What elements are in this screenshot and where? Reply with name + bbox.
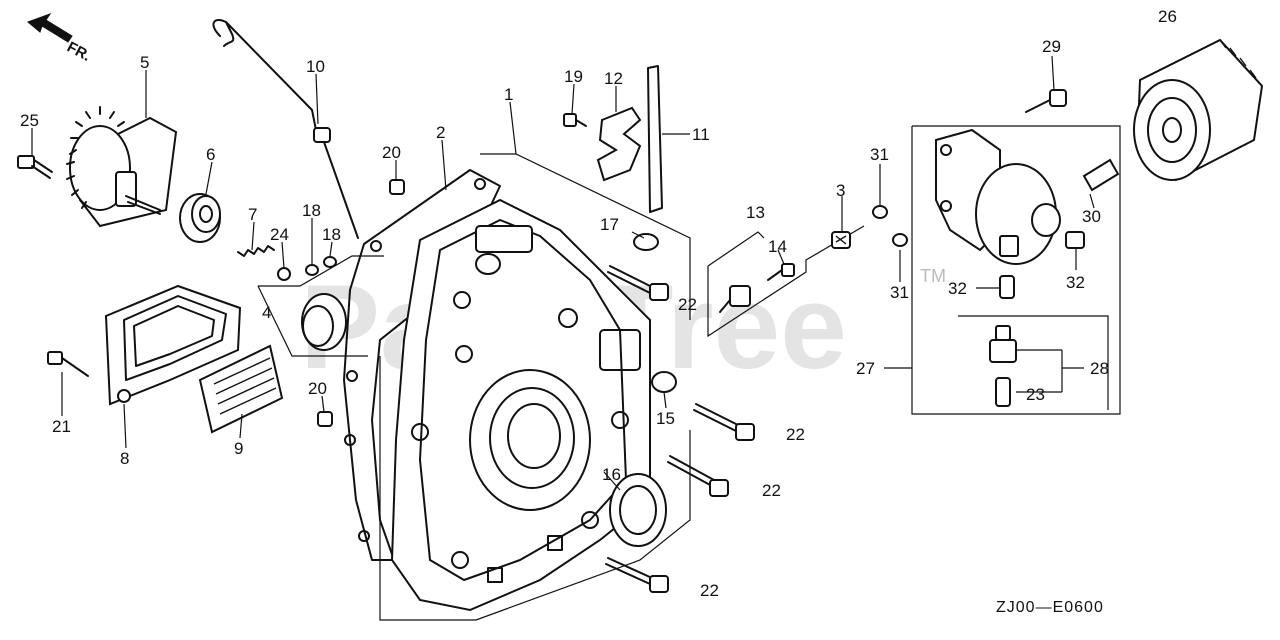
callout-27: 28 xyxy=(1090,359,1109,378)
nipple-30-drawing xyxy=(1082,158,1120,192)
crankcase-cover-bracket-bottom xyxy=(379,356,691,621)
callout-30: 30 xyxy=(1082,207,1101,226)
callout-28: 23 xyxy=(1026,385,1045,404)
oil-pump-assembly-drawing xyxy=(66,106,178,228)
callout-18b: 18 xyxy=(322,225,341,244)
callout-26: 27 xyxy=(856,359,875,378)
callout-14: 14 xyxy=(768,237,787,256)
callout-31a: 31 xyxy=(870,145,889,164)
callout-31b: 31 xyxy=(890,283,909,302)
relief-spring-7-drawing xyxy=(237,245,275,257)
dowel-pin-20a-drawing xyxy=(389,179,405,195)
callout-32b: 32 xyxy=(1066,273,1085,292)
leader-lines xyxy=(31,55,1095,491)
screw-14-drawing xyxy=(767,263,795,281)
oil-seal-16-drawing xyxy=(609,473,667,547)
callout-18a: 18 xyxy=(302,201,321,220)
callout-13: 13 xyxy=(746,203,765,222)
callout-25: 26 xyxy=(1158,7,1177,26)
figure-code: ZJ00—E0600 xyxy=(996,599,1104,616)
flange-bolt-22b-drawing xyxy=(693,403,755,441)
callout-12: 12 xyxy=(604,69,623,88)
direction-label: FR. xyxy=(64,39,93,65)
flange-bolt-22a-drawing xyxy=(607,265,669,301)
bracket-13 xyxy=(707,231,765,267)
plug-32a-drawing xyxy=(999,275,1015,299)
callout-17: 17 xyxy=(600,215,619,234)
case-gasket-2-drawing xyxy=(343,169,501,561)
washer-31b-drawing xyxy=(892,233,908,247)
callout-23: 24 xyxy=(270,225,289,244)
flange-bolt-21-drawing xyxy=(47,351,89,377)
bolt-29-drawing xyxy=(1025,89,1067,113)
bolt-19-drawing xyxy=(563,113,587,127)
callout-22d: 22 xyxy=(700,581,719,600)
callout-22b: 22 xyxy=(786,425,805,444)
callout-9: 9 xyxy=(234,439,243,458)
dipstick-tube-11-drawing xyxy=(647,65,663,213)
callout-5: 5 xyxy=(140,53,149,72)
callout-24: 25 xyxy=(20,111,39,130)
callout-21: 21 xyxy=(52,417,71,436)
pump-rotor-6-drawing xyxy=(179,193,221,243)
callout-16: 16 xyxy=(602,465,621,484)
watermark-trademark: TM xyxy=(920,266,946,286)
oil-filter-base-26-drawing xyxy=(935,128,1061,265)
washer-17-drawing xyxy=(633,233,659,251)
filter-screen-9-drawing xyxy=(198,344,284,434)
breather-cover-8-drawing xyxy=(104,284,242,406)
oil-level-switch-13-drawing xyxy=(719,285,751,313)
check-ball-23-drawing xyxy=(277,267,291,281)
callout-19: 19 xyxy=(564,67,583,86)
o-ring-18a-drawing xyxy=(305,264,319,276)
bracket-26-left xyxy=(707,225,865,338)
bracket-27 xyxy=(958,315,1109,410)
callout-22a: 22 xyxy=(678,295,697,314)
dipstick-clamp-12-drawing xyxy=(596,106,642,182)
flange-bolt-22c-drawing xyxy=(667,455,729,497)
flange-bolt-22d-drawing xyxy=(605,557,669,593)
crankcase-cover-1-drawing xyxy=(390,198,651,612)
dipstick-10-drawing xyxy=(212,18,359,239)
nut-3-drawing xyxy=(831,231,851,249)
callout-20b: 20 xyxy=(308,379,327,398)
callout-3: 3 xyxy=(836,181,845,200)
bushing-4-drawing xyxy=(257,255,384,357)
callout-15: 15 xyxy=(656,409,675,428)
callout-6: 6 xyxy=(206,145,215,164)
callout-1: 1 xyxy=(504,85,513,104)
callout-10: 10 xyxy=(306,57,325,76)
callout-2: 2 xyxy=(436,123,445,142)
callout-22c: 22 xyxy=(762,481,781,500)
washer-31a-drawing xyxy=(872,205,888,219)
front-direction-arrow-icon xyxy=(27,13,73,43)
callout-8: 8 xyxy=(120,449,129,468)
callout-29: 29 xyxy=(1042,37,1061,56)
fitting-28-drawing xyxy=(995,377,1011,407)
drain-plug-15-drawing xyxy=(651,371,677,393)
callout-32a: 32 xyxy=(948,279,967,298)
o-ring-18b-drawing xyxy=(323,256,337,268)
dowel-pin-20b-drawing xyxy=(317,411,333,427)
crankcase-cover-bracket xyxy=(480,153,691,320)
oil-filter-25-drawing xyxy=(1133,38,1264,182)
callout-11: 11 xyxy=(692,125,710,144)
callout-7: 7 xyxy=(248,205,257,224)
oil-pressure-sensor-27-drawing xyxy=(989,325,1017,363)
plug-32b-drawing xyxy=(1065,231,1085,249)
callout-4: 4 xyxy=(262,303,271,322)
flange-bolt-24-drawing xyxy=(17,155,53,179)
callout-20a: 20 xyxy=(382,143,401,162)
bracket-26 xyxy=(911,125,1121,415)
